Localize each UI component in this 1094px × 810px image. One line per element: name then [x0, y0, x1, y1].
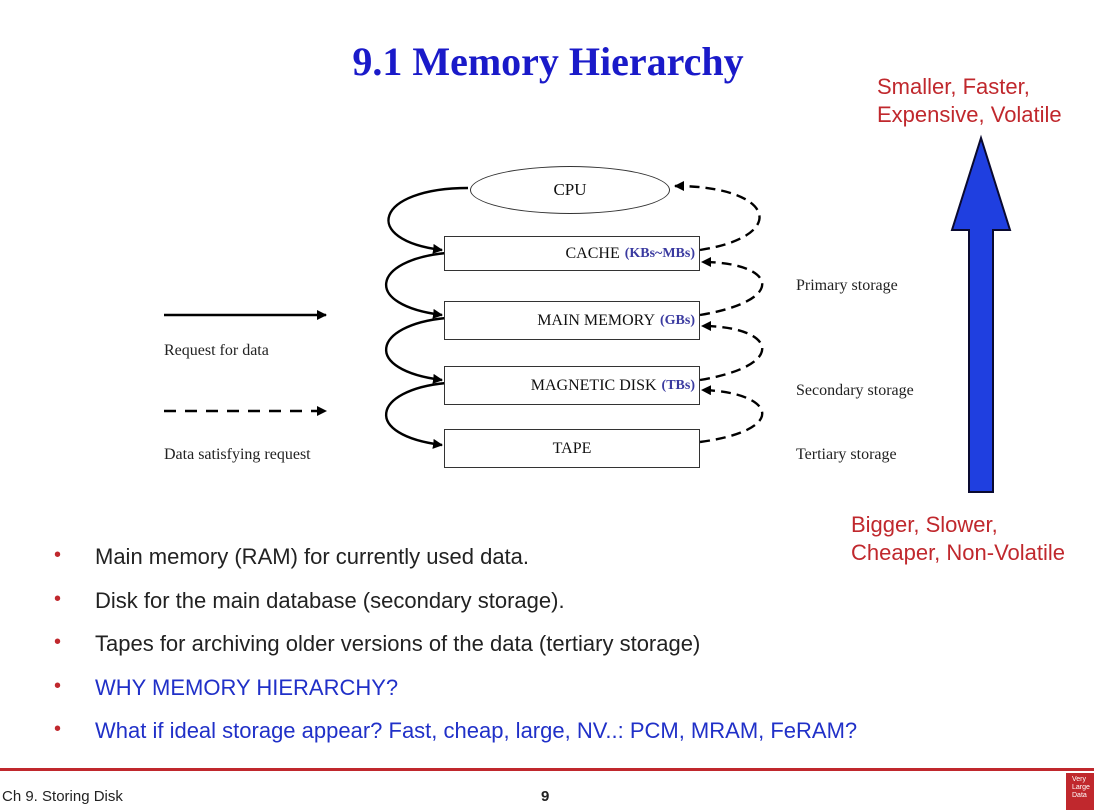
top-note: Smaller, Faster, Expensive, Volatile	[877, 73, 1062, 129]
bullet-marker: •	[54, 587, 62, 610]
request-arrow-disk-tape	[384, 381, 447, 449]
request-arrow-memory-disk	[384, 316, 447, 384]
logo-line-3: Data	[1072, 792, 1087, 799]
page-number: 9	[541, 788, 550, 805]
bullet-text: Main memory (RAM) for currently used dat…	[95, 544, 530, 569]
bullet-text: Disk for the main database (secondary st…	[95, 587, 565, 613]
main-memory-capacity: (GBs)	[660, 312, 695, 328]
tape-box: TAPE	[444, 429, 700, 468]
top-note-line-1: Smaller, Faster,	[877, 74, 1030, 99]
legend-request-label: Request for data	[164, 342, 269, 359]
bullet-text: What if ideal storage appear? Fast, chea…	[95, 718, 858, 743]
bullet-item: • What if ideal storage appear? Fast, che…	[54, 718, 857, 762]
request-arrow-cache-memory	[384, 251, 447, 319]
main-memory-label: MAIN MEMORY	[537, 311, 655, 329]
footer-divider	[0, 768, 1094, 771]
bullet-marker: •	[54, 718, 62, 740]
bottom-note: Bigger, Slower, Cheaper, Non-Volatile	[851, 511, 1065, 567]
bullet-marker: •	[54, 674, 62, 697]
secondary-storage-label: Secondary storage	[796, 382, 914, 399]
satisfy-arrow-cache-cpu	[674, 181, 761, 252]
cache-box: CACHE(KBs~MBs)	[444, 236, 700, 271]
bullet-text: WHY MEMORY HIERARCHY?	[95, 674, 399, 700]
bullet-text: Tapes for archiving older versions of th…	[95, 631, 701, 656]
cpu-node: CPU	[470, 166, 670, 214]
bullet-marker: •	[54, 544, 62, 566]
bullet-item: • Tapes for archiving older versions of t…	[54, 631, 857, 675]
magnetic-disk-box: MAGNETIC DISK(TBs)	[444, 366, 700, 405]
satisfy-arrow-tape-disk	[699, 385, 764, 444]
slide-title: 9.1 Memory Hierarchy	[352, 39, 744, 84]
satisfy-arrow-disk-memory	[699, 321, 764, 382]
bullet-marker: •	[54, 631, 62, 653]
request-arrow-cpu-cache	[387, 186, 469, 254]
bottom-note-line-1: Bigger, Slower,	[851, 512, 998, 537]
logo: Very Large Data	[1066, 773, 1094, 810]
magnetic-disk-capacity: (TBs)	[661, 377, 695, 393]
satisfy-arrow-memory-cache	[699, 257, 764, 317]
cache-capacity: (KBs~MBs)	[624, 245, 695, 261]
tertiary-storage-label: Tertiary storage	[796, 446, 897, 463]
legend-satisfy-label: Data satisfying request	[164, 446, 311, 463]
bullet-item: • Disk for the main database (secondary s…	[54, 588, 857, 632]
top-note-line-2: Expensive, Volatile	[877, 102, 1062, 127]
cache-label: CACHE	[565, 244, 620, 262]
bullet-list: • Main memory (RAM) for currently used da…	[54, 544, 857, 762]
bottom-note-line-2: Cheaper, Non-Volatile	[851, 540, 1066, 565]
magnetic-disk-label: MAGNETIC DISK	[530, 376, 657, 394]
hierarchy-direction-arrow	[950, 134, 1012, 493]
bullet-item: • Main memory (RAM) for currently used da…	[54, 544, 857, 588]
logo-line-2: Large	[1072, 784, 1090, 791]
main-memory-box: MAIN MEMORY (GBs)	[444, 301, 700, 340]
primary-storage-label: Primary storage	[796, 277, 898, 294]
tape-label: TAPE	[552, 439, 592, 457]
footer-chapter: Ch 9. Storing Disk	[2, 788, 123, 805]
bullet-item: • WHY MEMORY HIERARCHY?	[54, 675, 857, 719]
logo-line-1: Very	[1072, 776, 1087, 783]
